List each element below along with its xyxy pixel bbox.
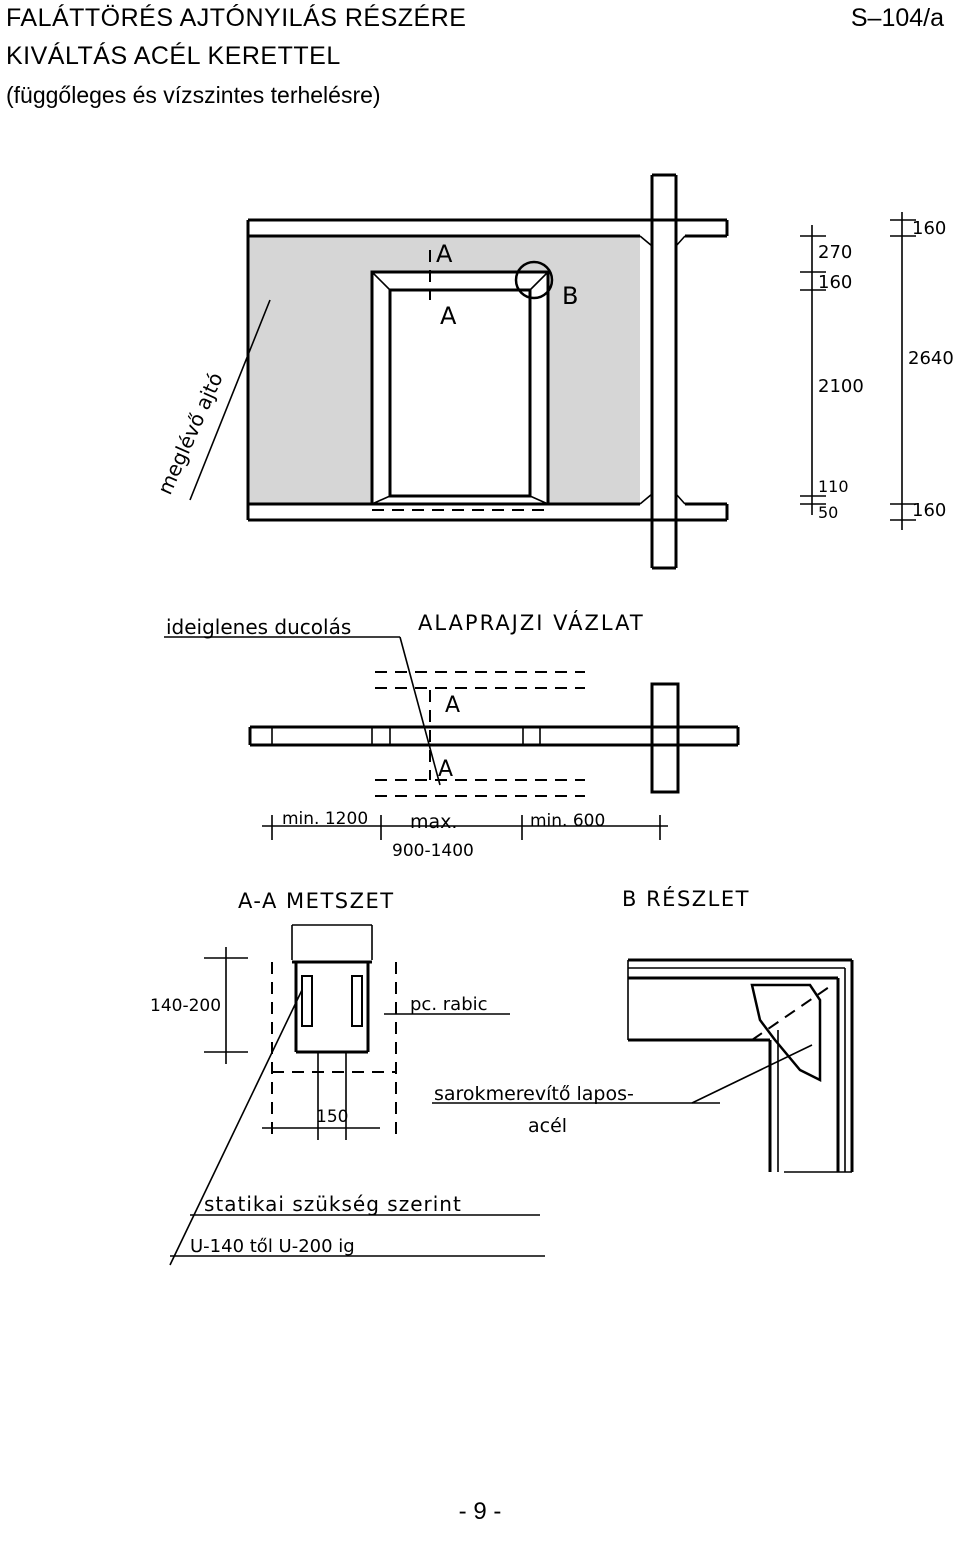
note-line-1: statikai szükség szerint	[204, 1192, 462, 1216]
dim-min600: min. 600	[530, 811, 605, 831]
dim-160-top-right: 160	[912, 218, 946, 239]
dim-160-bottom-right: 160	[912, 500, 946, 521]
note-line-2: U-140 től U-200 ig	[190, 1236, 355, 1257]
dim-160-left: 160	[818, 272, 852, 293]
sheet-code: S–104/a	[850, 4, 944, 32]
section-aa-title: A-A METSZET	[238, 889, 395, 913]
stiffener-label-1: sarokmerevítő lapos-	[434, 1083, 634, 1105]
plan-title: ALAPRAJZI VÁZLAT	[418, 610, 645, 635]
title-line-1: FALÁTTÖRÉS AJTÓNYILÁS RÉSZÉRE	[6, 4, 467, 32]
page-number: - 9 -	[458, 1498, 502, 1525]
elev-section-mark-top: A	[436, 240, 453, 268]
dim-110: 110	[818, 477, 849, 496]
detail-b-drawing	[432, 958, 854, 1173]
elevation-drawing	[189, 173, 729, 570]
dim-2640: 2640	[908, 348, 954, 369]
dim-2100: 2100	[818, 376, 864, 397]
title-line-2: KIVÁLTÁS ACÉL KERETTEL	[6, 42, 341, 70]
section-aa-drawing	[169, 924, 545, 1266]
elevation-dimensions	[800, 212, 916, 530]
detail-b-title: B RÉSZLET	[622, 886, 750, 911]
rabic-label: pc. rabic	[410, 994, 488, 1015]
dim-min1200: min. 1200	[282, 809, 368, 829]
elev-detail-mark: B	[562, 282, 578, 310]
title-line-3: (függőleges és vízszintes terhelésre)	[6, 82, 381, 108]
stiffener-label-2: acél	[528, 1115, 567, 1137]
dim-150: 150	[316, 1107, 348, 1127]
dim-140-200: 140-200	[150, 996, 221, 1016]
dim-50: 50	[818, 503, 838, 522]
plan-section-mark-bottom: A	[438, 757, 453, 782]
elev-section-mark-bottom: A	[440, 302, 457, 330]
plan-drawing	[164, 636, 740, 840]
shoring-label: ideiglenes ducolás	[166, 615, 351, 639]
plan-section-mark-top: A	[445, 693, 460, 718]
dim-900-1400: 900-1400	[392, 841, 474, 861]
dim-270: 270	[818, 242, 852, 263]
dim-max: max.	[410, 811, 457, 833]
